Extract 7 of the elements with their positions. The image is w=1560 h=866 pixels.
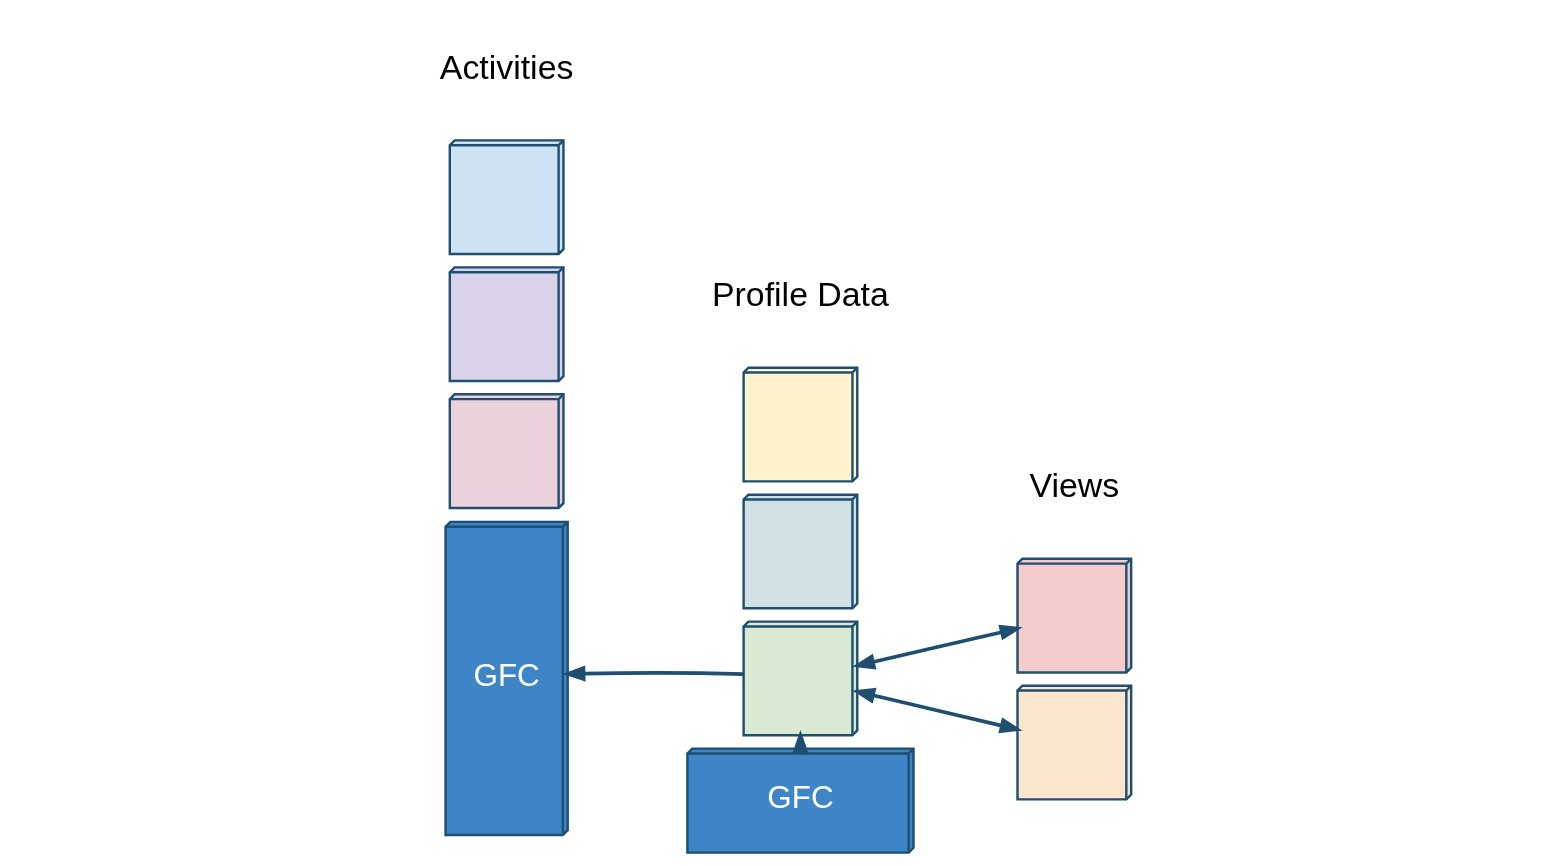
arrow [851, 687, 1023, 734]
arrow [791, 729, 808, 753]
label: Views [1029, 465, 1119, 504]
label: Profile Data [711, 274, 889, 313]
arrow [851, 624, 1023, 670]
arrow [561, 665, 743, 682]
label: Activities [439, 47, 573, 86]
